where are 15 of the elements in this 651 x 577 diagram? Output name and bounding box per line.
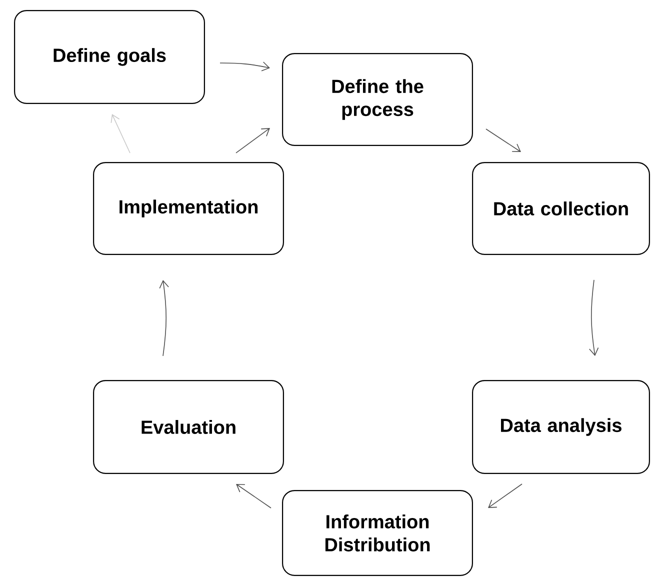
arrow (220, 62, 270, 72)
arrow (110, 114, 130, 154)
arrow (486, 128, 521, 152)
process-box: Evaluation (93, 380, 284, 474)
process-box: Define goals (14, 10, 205, 104)
process-box: Data collection (472, 162, 650, 255)
process-box: Define the process (282, 53, 473, 146)
process-box: Data analysis (472, 380, 650, 474)
arrow (236, 128, 270, 154)
arrow (159, 280, 169, 356)
process-box: Implementation (93, 162, 284, 255)
arrow (236, 484, 272, 508)
process-box: Information Distribution (282, 490, 473, 576)
arrow (588, 280, 599, 356)
arrow (488, 484, 522, 508)
